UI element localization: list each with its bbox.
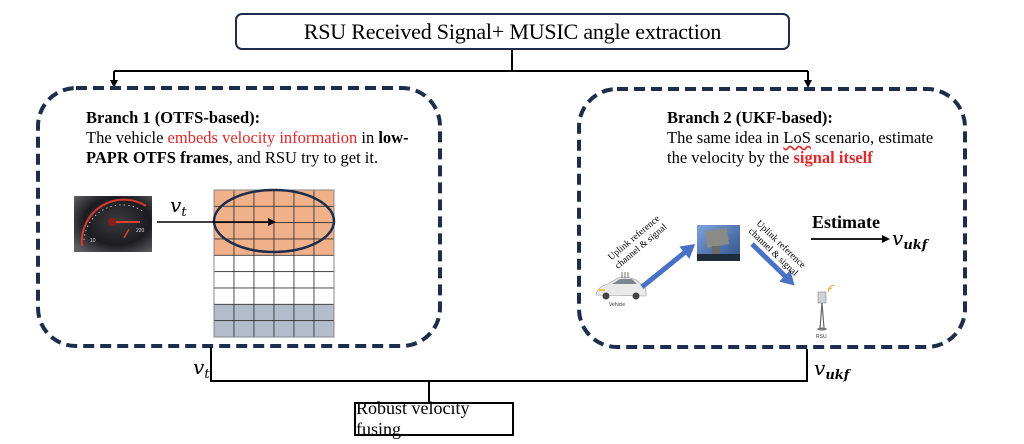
- grid-cell-white: [313, 254, 335, 273]
- branch1-text: , and RSU try to get it.: [228, 148, 379, 167]
- uplink-arrow-2: [750, 242, 795, 286]
- branch2-text: scenario, estimate: [810, 128, 934, 147]
- grid-cell-white: [253, 287, 275, 305]
- uplink-arrow-1: [640, 243, 696, 289]
- grid-cell-gray: [213, 303, 235, 322]
- svg-text:220: 220: [136, 228, 145, 234]
- branch2-line2: the velocity by the signal itself: [667, 148, 967, 168]
- grid-cell-white: [233, 271, 255, 289]
- grid-cell-white: [213, 254, 235, 273]
- grid-cell-orange: [233, 222, 255, 240]
- grid-cell-orange: [313, 205, 335, 224]
- grid-cell-orange: [273, 189, 295, 207]
- grid-cell-white: [213, 271, 235, 289]
- rsu-icon: [817, 284, 836, 331]
- grid-cell-orange: [293, 205, 315, 224]
- output-right-label: vukf: [814, 356, 849, 383]
- velocity-fusing-label: Robust velocity fusing: [356, 398, 470, 439]
- branch2-text: the velocity by the: [667, 148, 794, 167]
- velocity-symbol: v: [170, 193, 182, 217]
- output-left-label: vt: [193, 355, 210, 382]
- velocity-embedding-ellipse: [212, 188, 336, 254]
- grid-cell-gray: [313, 320, 335, 338]
- velocity-symbol: v: [814, 356, 826, 380]
- grid-cell-gray: [293, 303, 315, 322]
- grid-cell-orange: [273, 222, 295, 240]
- rsu-caption: RSU: [816, 334, 827, 340]
- grid-cell-orange: [253, 189, 275, 207]
- grid-cell-white: [273, 271, 295, 289]
- grid-cell-white: [293, 254, 315, 273]
- grid-cell-orange: [293, 222, 315, 240]
- branch1-velocity-label: vt: [170, 193, 187, 220]
- grid-cell-gray: [273, 320, 295, 338]
- vehicle-caption: Vehicle: [609, 302, 626, 308]
- velocity-subscript: t: [181, 205, 187, 220]
- branch1-text: The vehicle: [86, 128, 168, 147]
- grid-cell-orange: [253, 205, 275, 224]
- velocity-subscript: ukf: [825, 368, 850, 383]
- branch1-bold-text: PAPR OTFS frames: [86, 148, 229, 167]
- grid-cell-white: [273, 254, 295, 273]
- grid-cell-white: [253, 254, 275, 273]
- branch1-box: [36, 86, 442, 348]
- grid-cell-gray: [233, 303, 255, 322]
- speedometer-image: 10 220: [74, 196, 152, 252]
- grid-cell-gray: [213, 320, 235, 338]
- branch2-title: Branch 2 (UKF-based):: [667, 108, 833, 127]
- branch1-text: in: [357, 128, 379, 147]
- branch1-line2: PAPR OTFS frames, and RSU try to get it.: [86, 148, 436, 168]
- vehicle-icon: [595, 272, 647, 300]
- grid-cell-white: [233, 287, 255, 305]
- signal-extraction-label: RSU Received Signal+ MUSIC angle extract…: [303, 18, 722, 44]
- velocity-subscript: t: [204, 367, 210, 382]
- estimate-label: Estimate: [812, 212, 880, 232]
- branch2-text: The same idea in: [667, 128, 784, 147]
- branch1-title: Branch 1 (OTFS-based):: [86, 108, 261, 127]
- grid-cell-white: [273, 287, 295, 305]
- velocity-subscript: ukf: [903, 238, 928, 253]
- svg-text:10: 10: [90, 238, 96, 244]
- grid-cell-orange: [233, 205, 255, 224]
- signal-extraction-box: RSU Received Signal+ MUSIC angle extract…: [235, 13, 790, 50]
- grid-cell-gray: [233, 320, 255, 338]
- grid-cell-white: [253, 271, 275, 289]
- branch2-description: Branch 2 (UKF-based): The same idea in L…: [667, 108, 967, 168]
- branch2-highlight: signal itself: [793, 148, 873, 167]
- velocity-symbol: v: [193, 355, 205, 379]
- branch1-description: Branch 1 (OTFS-based): The vehicle embed…: [86, 108, 436, 168]
- velocity-symbol: v: [892, 226, 904, 250]
- grid-cell-white: [213, 287, 235, 305]
- reflector-image: [697, 225, 740, 261]
- grid-cell-gray: [253, 320, 275, 338]
- branch1-bold-text: low-: [378, 128, 409, 147]
- grid-cell-white: [233, 254, 255, 273]
- branch2-velocity-label: vukf: [892, 226, 927, 253]
- grid-cell-white: [293, 271, 315, 289]
- branch1-highlight: embeds velocity information: [167, 128, 358, 147]
- grid-cell-gray: [293, 320, 315, 338]
- branch2-underlined-text: LoS: [783, 128, 811, 147]
- velocity-fusing-box: Robust velocity fusing: [354, 398, 514, 439]
- grid-cell-gray: [273, 303, 295, 322]
- grid-cell-white: [313, 287, 335, 305]
- grid-cell-white: [293, 287, 315, 305]
- branch2-box: [577, 87, 967, 349]
- otfs-grid: [213, 189, 335, 338]
- grid-cell-orange: [213, 205, 235, 224]
- grid-cell-orange: [253, 222, 275, 240]
- branch1-line1: The vehicle embeds velocity information …: [86, 128, 436, 148]
- grid-cell-orange: [273, 205, 295, 224]
- branch2-line1: The same idea in LoS scenario, estimate: [667, 128, 967, 148]
- grid-cell-white: [313, 271, 335, 289]
- grid-cell-gray: [253, 303, 275, 322]
- grid-cell-gray: [313, 303, 335, 322]
